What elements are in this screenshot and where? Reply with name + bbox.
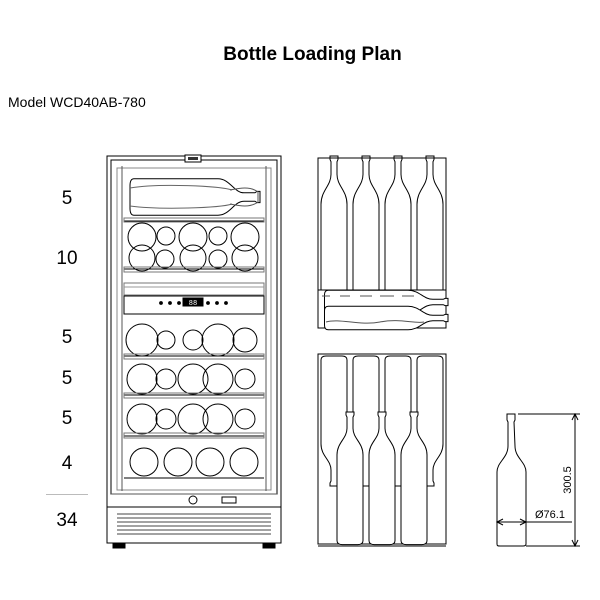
shelf-5 (124, 404, 264, 438)
cooler-door-frame (111, 160, 277, 494)
shelf-count-4: 5 (61, 368, 73, 389)
cooler-front-view: 88 (107, 155, 281, 548)
kick-plate (107, 496, 281, 548)
shelf-2 (124, 223, 264, 272)
total-count: 34 (56, 510, 78, 531)
shelf-count-6: 4 (61, 453, 73, 474)
bottle-height-label: 300.5 (562, 466, 574, 494)
bottle-diameter-label: Ø76.1 (535, 509, 565, 521)
total-separator (46, 494, 88, 495)
upright-bottles-upper (320, 155, 444, 307)
shelf-count-1: 5 (61, 188, 73, 209)
diameter-dimension (497, 519, 572, 525)
shelf-count-2: 10 (56, 248, 78, 269)
cooler-glass (117, 168, 271, 490)
upright-bottles-lower (336, 411, 428, 546)
stacked-bottles-side (318, 290, 449, 331)
lower-zone-side-view (318, 354, 446, 546)
shelf-6 (124, 448, 264, 478)
control-panel: 88 (124, 283, 264, 314)
page-title: Bottle Loading Plan (223, 44, 402, 65)
reference-bottle (497, 414, 526, 546)
model-label: Model WCD40AB-780 (8, 94, 146, 110)
height-dimension (518, 414, 580, 546)
shelf-count-5: 5 (61, 408, 73, 429)
shelf-3 (124, 324, 264, 359)
shelf-count-3: 5 (61, 327, 73, 348)
shelf-4 (124, 364, 264, 398)
upper-zone-side-view (318, 155, 449, 331)
temperature-readout: 88 (189, 300, 197, 308)
shelf-1 (124, 178, 264, 222)
